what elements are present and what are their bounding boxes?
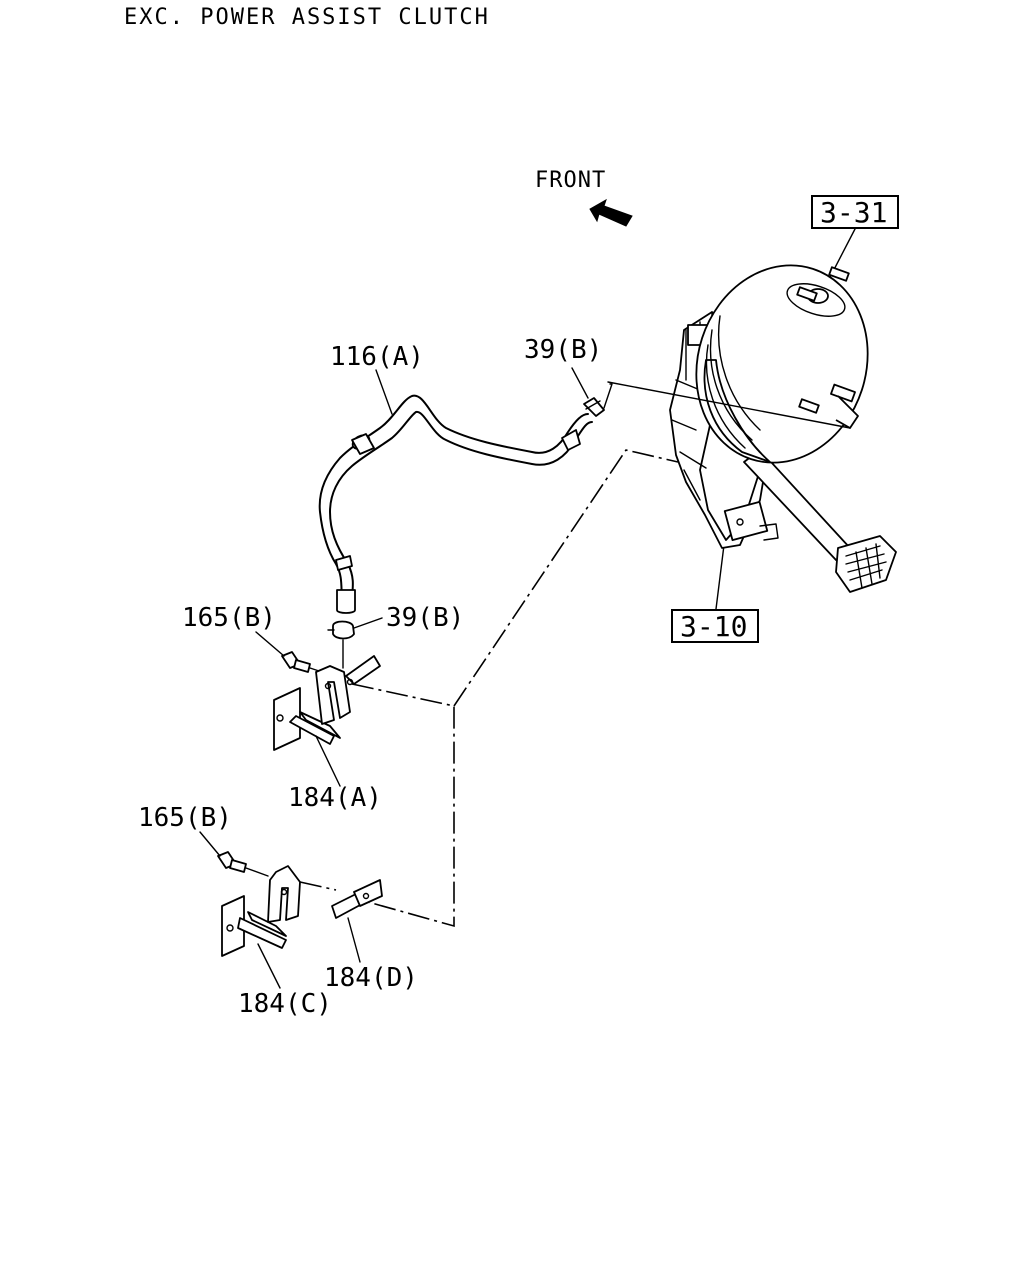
fitting-39b-mid [327, 620, 355, 640]
label-116a: 116(A) [330, 342, 424, 372]
reference-box-3-10[interactable]: 3-10 [671, 609, 759, 643]
label-39b-top: 39(B) [524, 335, 602, 365]
reference-box-3-31-text: 3-31 [820, 196, 887, 229]
front-label: FRONT [535, 168, 606, 193]
master-cylinder [607, 264, 869, 464]
bolt-165b-bottom [217, 851, 269, 877]
label-184c: 184(C) [238, 989, 332, 1019]
label-165b-top: 165(B) [182, 603, 276, 633]
reference-box-3-10-text: 3-10 [680, 610, 747, 643]
fitting-39b-top [583, 397, 605, 417]
bolt-165b-top [281, 651, 323, 673]
diagram-title: EXC. POWER ASSIST CLUTCH [124, 5, 490, 30]
label-39b-mid: 39(B) [386, 603, 464, 633]
clutch-pedal [743, 449, 897, 593]
label-165b-bottom: 165(B) [138, 803, 232, 833]
front-arrow-icon [589, 198, 633, 227]
clip-184d [331, 879, 383, 919]
label-184a: 184(A) [288, 783, 382, 813]
clip-184a [273, 655, 381, 751]
reference-box-3-31[interactable]: 3-31 [811, 195, 899, 229]
label-184d: 184(D) [324, 963, 418, 993]
clutch-pipe-116a [318, 394, 593, 614]
clip-184c [221, 865, 301, 957]
